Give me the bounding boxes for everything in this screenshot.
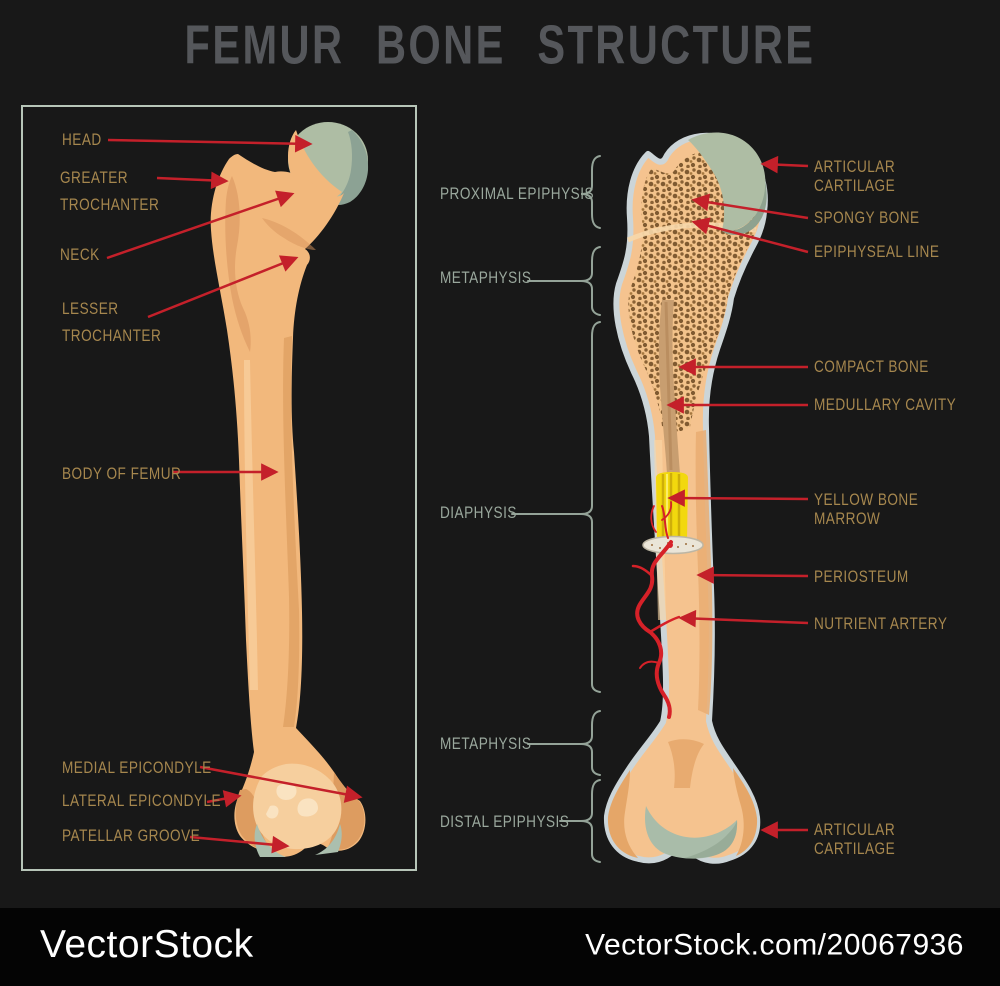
page-title: FEMUR BONE STRUCTURE (184, 15, 816, 76)
label-neck: NECK (60, 245, 100, 264)
label-lateral-epicondyle: LATERAL EPICONDYLE (62, 791, 222, 810)
femur-whole-illustration (210, 122, 369, 857)
nutrient-artery-vessel (631, 501, 681, 719)
arrow-head (107, 134, 313, 153)
label-compact-bone: COMPACT BONE (814, 357, 929, 376)
arrow-patellar-groove (189, 835, 290, 854)
articular-cartilage-cap (688, 132, 766, 232)
femur-head-cartilage-shade (332, 130, 369, 206)
brace-diaphysis (580, 321, 601, 693)
label-articular-cartilage-bottom: ARTICULAR CARTILAGE (814, 820, 896, 858)
left-panel-frame (21, 105, 417, 871)
region-braces (511, 155, 601, 863)
vectorstock-logo: VectorStock (40, 923, 254, 967)
arrow-periosteum (696, 566, 809, 584)
label-epiphyseal-line: EPIPHYSEAL LINE (814, 242, 940, 261)
label-distal-epiphysis: DISTAL EPIPHYSIS (440, 812, 570, 831)
arrow-neck (106, 190, 295, 260)
annotation-arrows (106, 134, 809, 854)
label-nutrient-artery: NUTRIENT ARTERY (814, 614, 948, 633)
label-periosteum: PERIOSTEUM (814, 567, 909, 586)
arrow-greater-trochanter (156, 171, 229, 190)
footer-bar: VectorStock VectorStock.com/20067936 (0, 908, 1000, 986)
arrow-lesser-trochanter (147, 255, 299, 319)
label-metaphysis-bottom: METAPHYSIS (440, 734, 532, 753)
brace-metaphysis-bottom (580, 710, 601, 776)
arrow-epiphyseal-line (691, 217, 809, 254)
arrow-lateral-epicondyle (206, 790, 242, 808)
arrow-spongy-bone (691, 193, 809, 220)
patellar-groove-cartilage (254, 824, 342, 857)
label-greater-trochanter: GREATER TROCHANTER (60, 168, 160, 214)
brace-distal-epiphysis (580, 779, 601, 863)
label-metaphysis-top: METAPHYSIS (440, 268, 532, 287)
label-medullary-cavity: MEDULLARY CAVITY (814, 395, 957, 414)
label-proximal-epiphysis: PROXIMAL EPIPHYSIS (440, 184, 595, 203)
label-yellow-bone-marrow: YELLOW BONE MARROW (814, 490, 919, 528)
label-diaphysis: DIAPHYSIS (440, 503, 517, 522)
label-medial-epicondyle: MEDIAL EPICONDYLE (62, 758, 212, 777)
brace-metaphysis-top (580, 246, 601, 316)
vectorstock-watermark-url: VectorStock.com/20067936 (585, 928, 964, 962)
femur-cross-section-illustration (603, 132, 768, 864)
label-body-of-femur: BODY OF FEMUR (62, 464, 182, 483)
label-articular-cartilage-top: ARTICULAR CARTILAGE (814, 157, 896, 195)
brace-proximal-epiphysis (580, 155, 601, 229)
label-patellar-groove: PATELLAR GROOVE (62, 826, 201, 845)
arrow-articular-cartilage-top (760, 155, 809, 174)
arrow-medial-epicondyle (199, 765, 363, 803)
label-head: HEAD (62, 130, 102, 149)
label-spongy-bone: SPONGY BONE (814, 208, 920, 227)
label-lesser-trochanter: LESSER TROCHANTER (62, 299, 162, 345)
arrow-nutrient-artery (678, 609, 809, 628)
patellar-surface (253, 763, 342, 850)
arrow-yellow-bone-marrow (667, 489, 809, 507)
